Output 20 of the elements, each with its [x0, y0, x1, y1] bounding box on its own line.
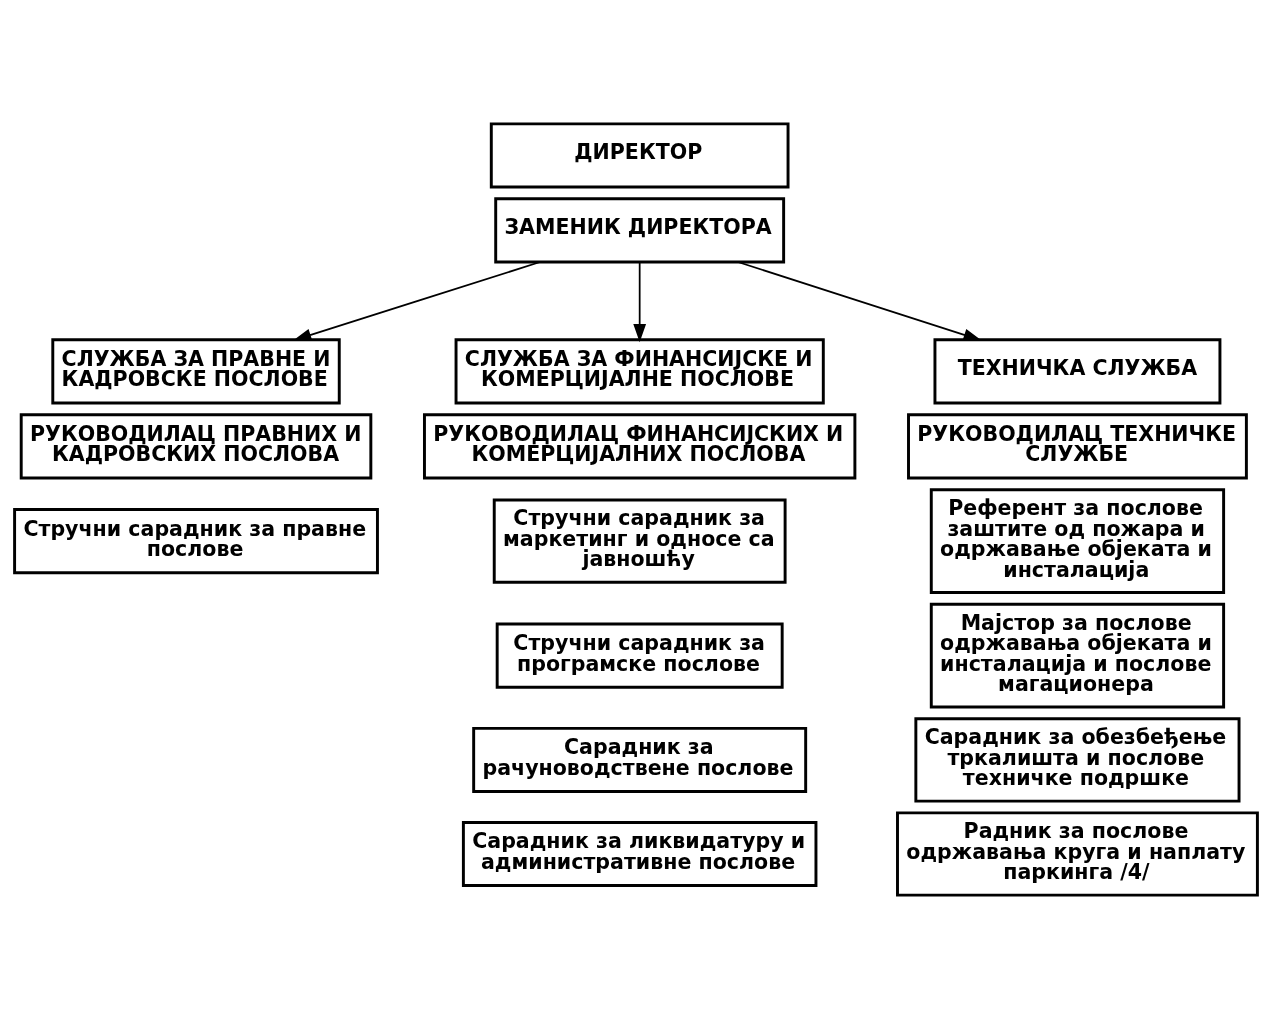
arrow	[293, 261, 541, 342]
node-box: СЛУЖБА ЗА ФИНАНСИЈСКЕ И КОМЕРЦИЈАЛНЕ ПОСЛОВЕ	[454, 338, 825, 405]
node-box: Мајстор за послове одржавања објеката и инсталација и послове магационера	[929, 602, 1226, 709]
arrow	[737, 261, 982, 342]
node-box: СЛУЖБА ЗА ПРАВНЕ И КАДРОВСКЕ ПОСЛОВЕ	[51, 338, 341, 405]
node-box: Сарадник за рачуноводствене послове	[472, 726, 808, 794]
node-box: ЗАМЕНИК ДИРЕКТОРА	[494, 197, 786, 264]
node-box: Стручни сарадник за програмске послове	[495, 622, 784, 689]
node-box: Сарадник за ликвидатуру и административне послове	[461, 820, 818, 888]
node-box: РУКОВОДИЛАЦ ФИНАНСИЈСКИХ И КОМЕРЦИЈАЛНИХ ПОСЛОВА	[423, 413, 857, 480]
node-box: Стручни сарадник за правне послове	[13, 508, 379, 575]
node-box: Радник за послове одржавања круга и наплату паркинга /4/	[896, 811, 1259, 897]
node-box: РУКОВОДИЛАЦ ТЕХНИЧКЕ СЛУЖБЕ	[907, 413, 1248, 480]
node-box: РУКОВОДИЛАЦ ПРАВНИХ И КАДРОВСКИХ ПОСЛОВА	[19, 413, 373, 480]
node-box: ТЕХНИЧКА СЛУЖБА	[933, 338, 1222, 405]
node-box: Стручни сарадник за маркетинг и односе са јавношћу	[492, 498, 787, 584]
node-box: ДИРЕКТОР	[489, 122, 790, 189]
node-box: Сарадник за обезбеђење тркалишта и послове техничке подршке	[914, 717, 1241, 803]
node-box: Референт за послове заштите од пожара и одржавање објеката и инсталација	[929, 488, 1226, 594]
arrow	[633, 261, 647, 343]
